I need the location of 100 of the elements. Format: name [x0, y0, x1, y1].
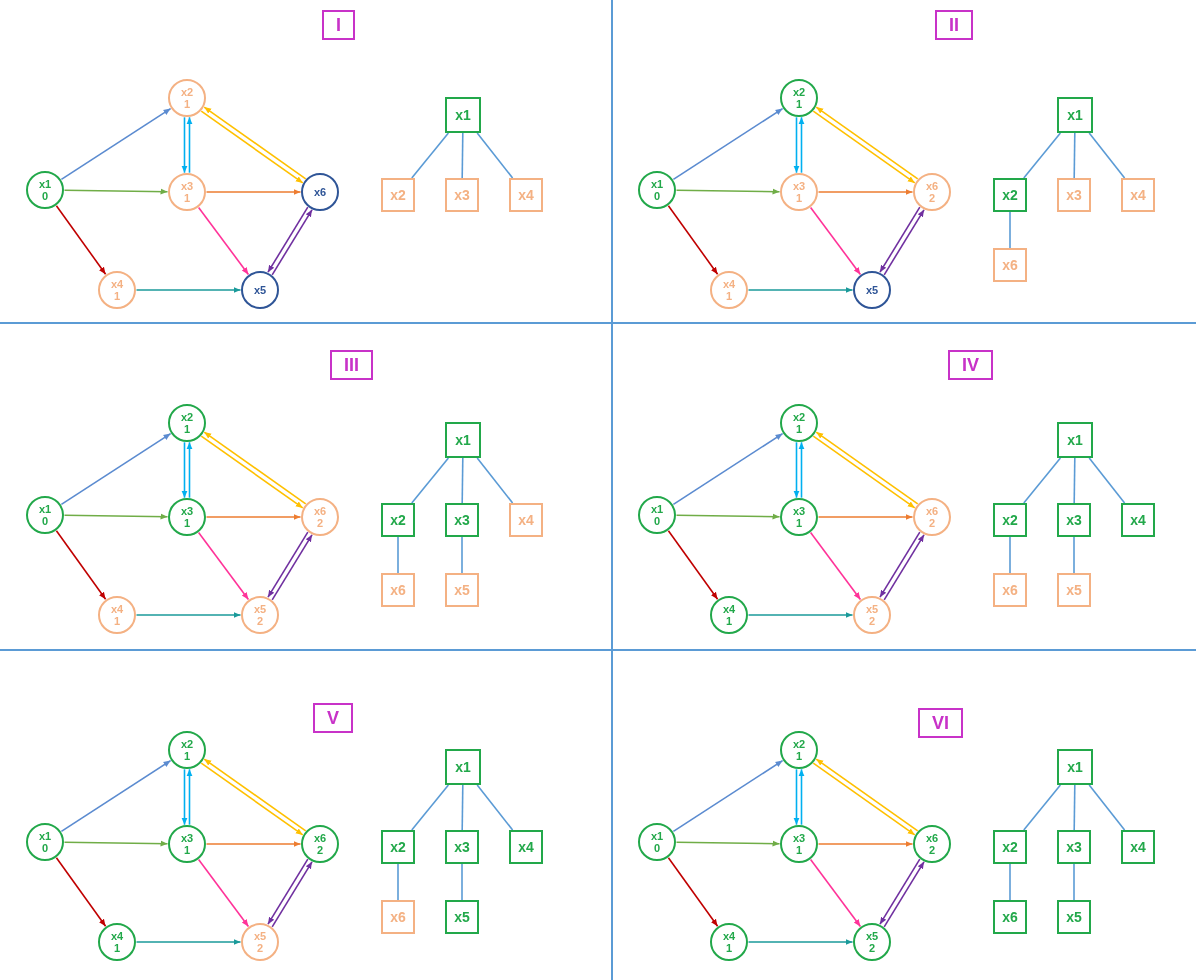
tree-edge [1023, 784, 1062, 831]
arrow [817, 189, 914, 195]
vertex-name: x4 [1130, 187, 1146, 203]
arrow [135, 287, 242, 293]
vertex-name: x3 [454, 839, 470, 855]
panel-number: II [949, 14, 959, 36]
vertex-name: x1 [650, 503, 664, 515]
tree-node-box [445, 749, 481, 785]
tree-edge [1023, 132, 1062, 179]
vertex-name: x5 [865, 930, 879, 942]
vertex-name: x2 [792, 86, 806, 98]
vertex-name: x3 [1066, 187, 1082, 203]
vertex-name: x1 [1067, 432, 1083, 448]
vertex-name: x4 [110, 930, 124, 942]
graph-vertex [301, 173, 339, 211]
distance-value: 1 [795, 423, 803, 435]
tree-node-box [381, 503, 415, 537]
tree-edge [1009, 211, 1011, 249]
distance-value: 1 [725, 290, 733, 302]
distance-value: 1 [183, 750, 191, 762]
graph-vertex [638, 496, 676, 534]
vertex-name: x3 [454, 187, 470, 203]
graph-vertex [168, 498, 206, 536]
tree-node-box [1057, 422, 1093, 458]
arrow [63, 188, 169, 195]
distance-value: 2 [928, 192, 936, 204]
graph-vertex [853, 923, 891, 961]
tree-node-box [993, 248, 1027, 282]
tree-node-box [1057, 830, 1091, 864]
vertex-name: x3 [180, 505, 194, 517]
vertex-name: x3 [792, 832, 806, 844]
arrow [793, 441, 800, 499]
vertex-name: x3 [454, 512, 470, 528]
tree-edge [461, 132, 464, 179]
vertex-name: x4 [1130, 512, 1146, 528]
tree-edge [1073, 536, 1075, 574]
vertex-name: x1 [455, 432, 471, 448]
arrow [672, 432, 784, 506]
vertex-name: x4 [110, 603, 124, 615]
distance-value: 1 [113, 942, 121, 954]
vertex-name: x5 [454, 582, 470, 598]
distance-value: 1 [183, 844, 191, 856]
tree-edge [1009, 536, 1011, 574]
vertex-name: x2 [1002, 187, 1018, 203]
tree-edge [461, 457, 464, 504]
graph-vertex [168, 79, 206, 117]
tree-node-box [1121, 830, 1155, 864]
arrow [667, 205, 719, 275]
arrow [181, 768, 188, 826]
distance-value: 1 [183, 423, 191, 435]
distance-value: 2 [256, 942, 264, 954]
tree-edge [1073, 132, 1076, 179]
graph-vertex [853, 271, 891, 309]
distance-value: 1 [113, 290, 121, 302]
graph-vertex [913, 173, 951, 211]
tree-edge [1073, 457, 1076, 504]
distance-value: 1 [795, 517, 803, 529]
arrow [205, 841, 302, 847]
tree-edge [1073, 784, 1076, 831]
tree-node-box [445, 178, 479, 212]
tree-node-box [993, 573, 1027, 607]
vertex-name: x3 [1066, 512, 1082, 528]
graph-vertex [168, 825, 206, 863]
arrow [798, 441, 805, 499]
vertex-name: x1 [1067, 759, 1083, 775]
panel-number-box [313, 703, 353, 733]
graph-vertex [168, 404, 206, 442]
tree-node-box [445, 900, 479, 934]
graph-vertex [710, 271, 748, 309]
vertex-name: x6 [1002, 909, 1018, 925]
distance-value: 2 [316, 844, 324, 856]
vertex-name: x5 [1066, 909, 1082, 925]
distance-value: 1 [795, 192, 803, 204]
arrow [667, 530, 719, 600]
panel-number: V [327, 707, 339, 729]
distance-value: 1 [725, 615, 733, 627]
tree-edge [476, 132, 514, 179]
graph-vertex [710, 596, 748, 634]
arrow [63, 840, 169, 847]
tree-edge [461, 863, 463, 901]
graph-vertex [780, 173, 818, 211]
distance-value: 1 [183, 98, 191, 110]
tree-node-box [1057, 573, 1091, 607]
panel-number-box [948, 350, 993, 380]
tree-edge [397, 536, 399, 574]
vertex-name: x4 [1130, 839, 1146, 855]
tree-node-box [993, 503, 1027, 537]
graph-vertex [98, 923, 136, 961]
distance-value: 2 [928, 844, 936, 856]
panel-number: IV [962, 354, 979, 376]
graph-vertex [98, 596, 136, 634]
arrow [186, 441, 193, 499]
distance-value: 0 [653, 842, 661, 854]
arrow [60, 759, 172, 833]
distance-value: 1 [725, 942, 733, 954]
arrow [667, 857, 719, 927]
vertex-name: x6 [1002, 582, 1018, 598]
arrow [186, 116, 193, 174]
arrow [55, 857, 107, 927]
vertex-name: x2 [180, 411, 194, 423]
